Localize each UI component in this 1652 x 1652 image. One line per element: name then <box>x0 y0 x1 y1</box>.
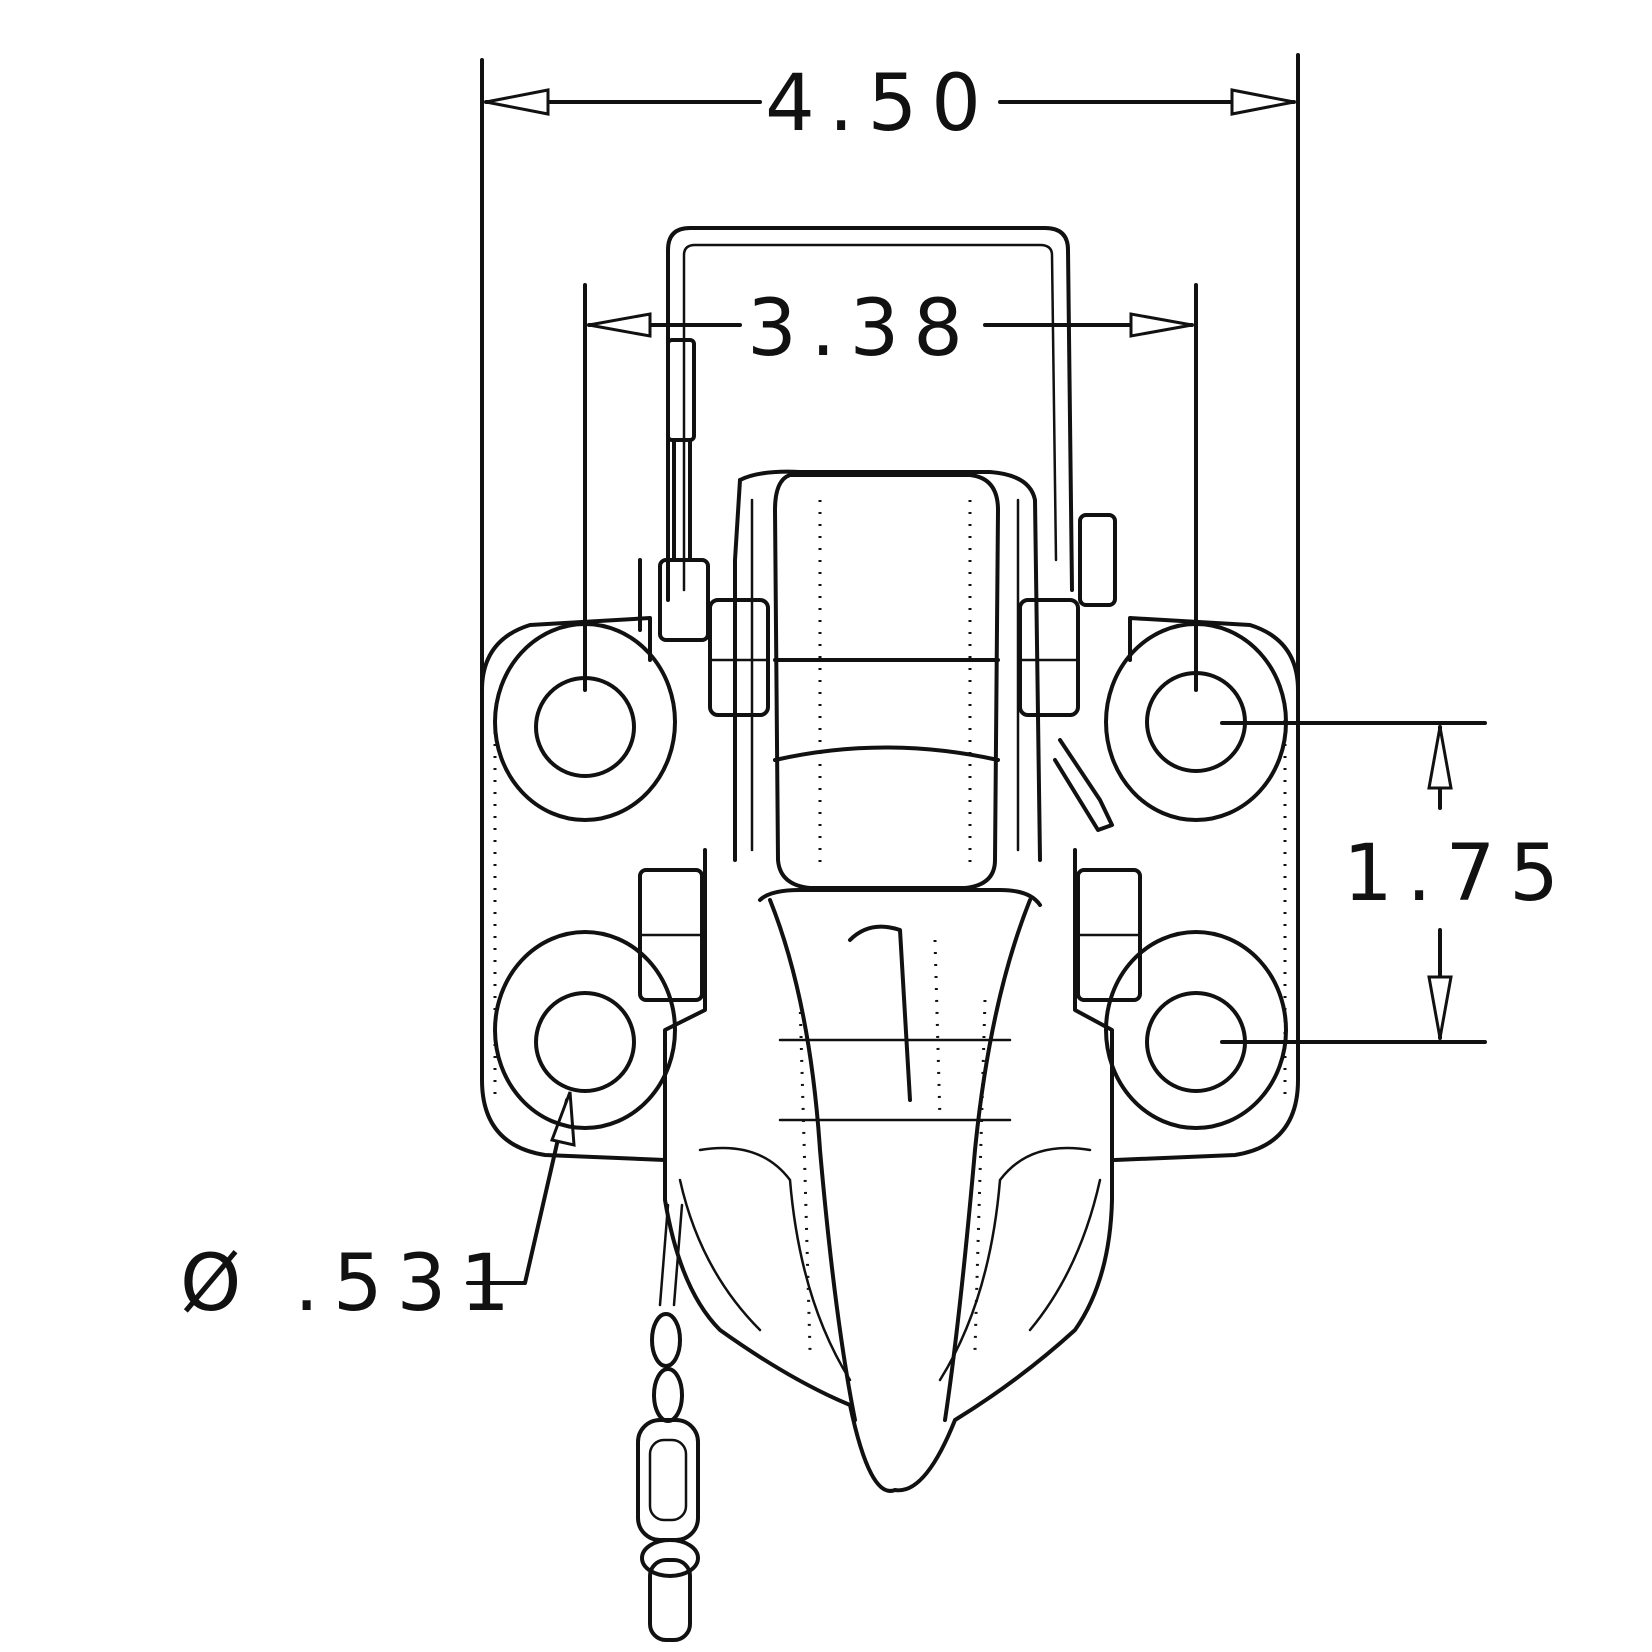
hole-bottom-left <box>534 991 636 1093</box>
boss-bottom-right <box>1104 930 1288 1130</box>
latch-lever <box>638 338 710 642</box>
dimension-overall-width: 4.50 <box>480 53 1300 1002</box>
boss-bottom-left <box>493 930 677 1130</box>
latch-bail <box>666 226 1074 602</box>
mounting-plate <box>480 616 1300 1162</box>
dimension-label-overall-width: 4.50 <box>765 59 995 149</box>
dimension-hole-spacing-horizontal: 3.38 <box>583 283 1198 692</box>
hook-body-upper <box>733 469 1042 890</box>
dimension-label-hole-spacing-vertical: 1.75 <box>1343 829 1573 919</box>
boss-top-right <box>1104 622 1288 822</box>
mounting-holes <box>493 622 1288 1130</box>
hole-bottom-right <box>1145 991 1247 1093</box>
hole-top-right <box>1145 671 1247 773</box>
hook-jaw <box>663 848 1114 1493</box>
dimension-hole-diameter: Ø .531 <box>180 1091 576 1329</box>
hole-top-left <box>534 676 636 778</box>
safety-pin-chain <box>636 1203 700 1642</box>
dimension-label-hole-spacing-horizontal: 3.38 <box>747 284 977 374</box>
bolt-heads <box>638 513 1142 1002</box>
dimension-label-hole-diameter: Ø .531 <box>180 1239 524 1329</box>
dimension-hole-spacing-vertical: 1.75 <box>1220 721 1573 1044</box>
boss-top-left <box>493 622 677 822</box>
